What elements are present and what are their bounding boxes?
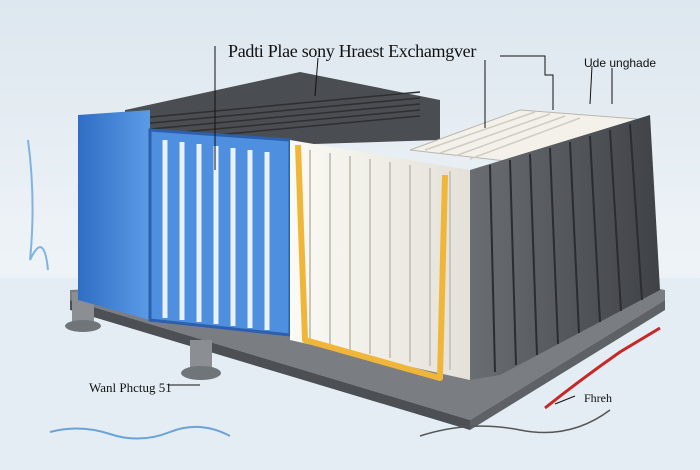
- callout-lines: [168, 46, 613, 405]
- water-drip-left: [27, 139, 49, 271]
- cable-bottom: [419, 409, 611, 437]
- diagram-title: Padti Plae sony Hraest Exchamgver: [228, 41, 477, 61]
- white-plates-lines: [309, 150, 451, 370]
- top-right-callout: Ude unghade: [584, 56, 657, 70]
- blue-channel-plates: [162, 140, 270, 330]
- red-cable: [544, 326, 661, 410]
- top-module-lines: [424, 111, 581, 160]
- white-plate-pack: [290, 140, 470, 380]
- base-plate-side: [470, 300, 665, 430]
- water-ripple-left: [49, 425, 231, 440]
- gold-flow-frame: [295, 144, 448, 381]
- dark-plates-lines: [489, 123, 643, 373]
- support-feet: [65, 292, 221, 380]
- base-plate-front: [70, 300, 470, 430]
- bottom-left-callout: Wanl Phctug 51: [89, 380, 172, 395]
- bottom-right-callout: Fhreh: [584, 391, 612, 405]
- blue-end-plate: [78, 110, 150, 320]
